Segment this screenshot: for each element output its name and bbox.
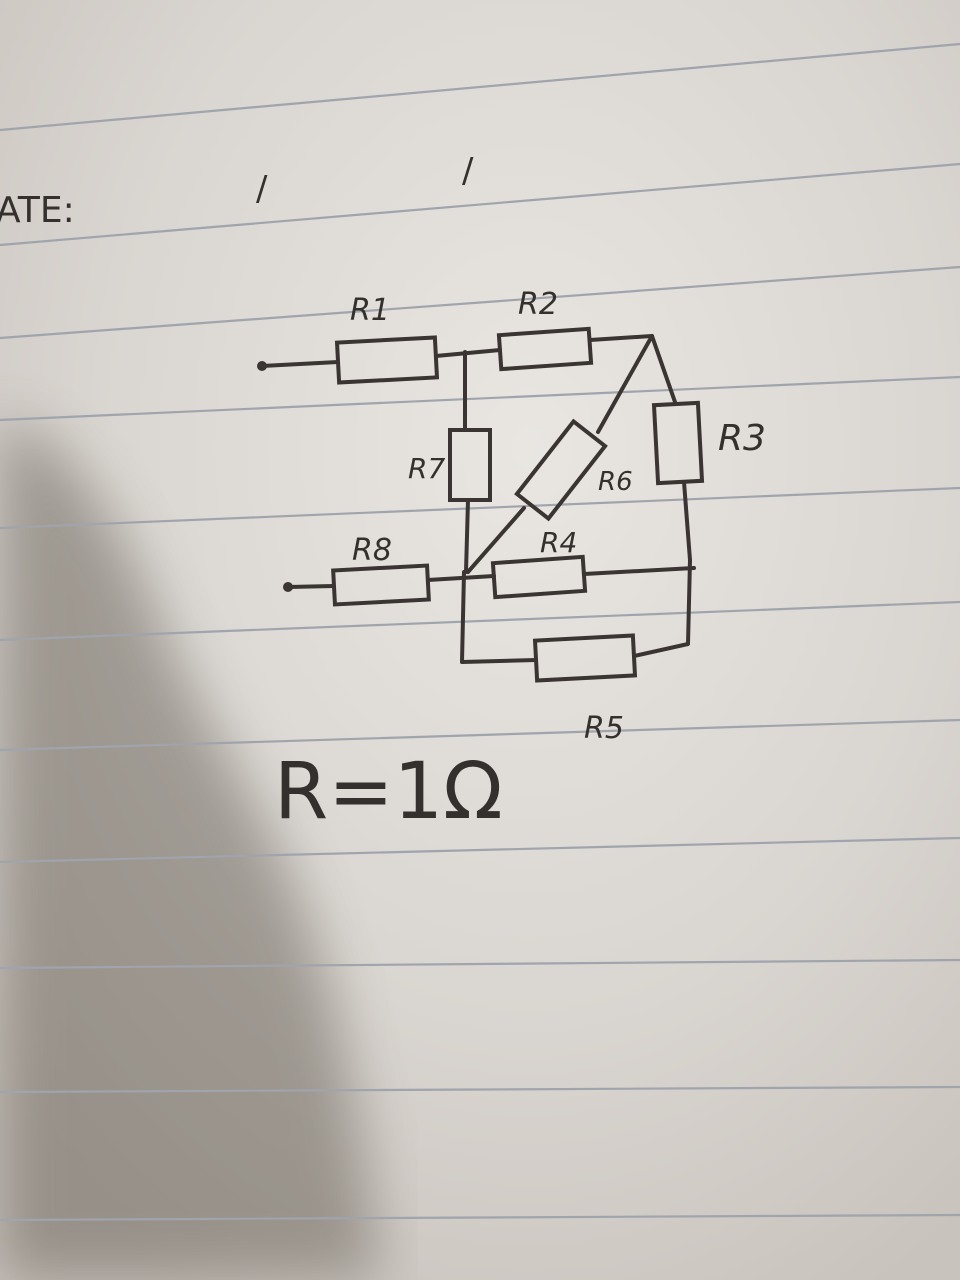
label-r2: R2: [518, 287, 558, 322]
given-resistance: R=1Ω: [274, 747, 503, 837]
resistor-r7: [448, 428, 492, 502]
label-r7: R7: [408, 452, 445, 485]
label-r8: R8: [352, 533, 392, 568]
resistor-labels: R1 R2 R3 R4 R5 R6 R7 R8: [350, 287, 766, 746]
resistor-bodies: [331, 326, 705, 683]
resistor-r5: [532, 633, 638, 683]
resistor-r2: [496, 326, 594, 372]
label-r4: R4: [540, 526, 577, 559]
hand-shadow: [0, 420, 380, 1280]
resistor-r1: [334, 335, 440, 385]
circuit-diagram: R1 R2 R3 R4 R5 R6 R7 R8: [257, 287, 766, 746]
ruled-lines: [0, 42, 960, 1222]
label-r6: R6: [598, 467, 633, 497]
date-separator-2: /: [462, 151, 474, 191]
date-separator-1: /: [256, 169, 268, 209]
resistor-r6: [514, 418, 608, 522]
circuit-wires: [260, 334, 696, 664]
resistor-r4: [490, 554, 588, 600]
date-label: ATE:: [0, 190, 75, 231]
label-r5: R5: [584, 711, 624, 746]
label-r1: R1: [350, 293, 390, 328]
resistor-r3: [651, 400, 705, 486]
resistor-r8: [331, 563, 431, 607]
label-r3: R3: [718, 418, 766, 459]
